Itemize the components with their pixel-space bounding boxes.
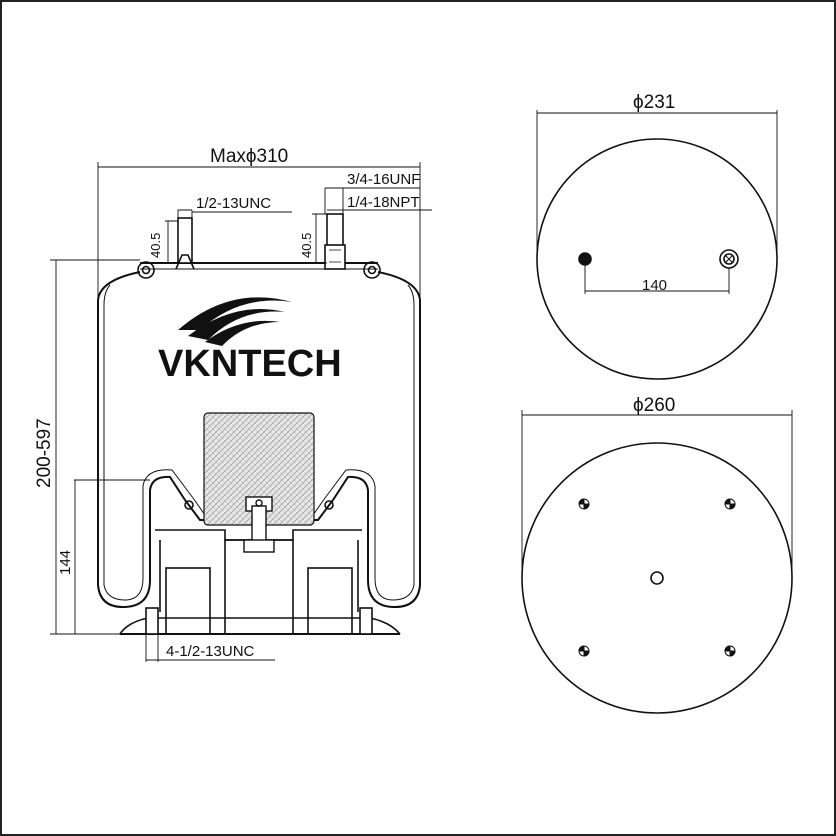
side-dimension-text: Maxϕ310 1/2-13UNC 3/4-16UNF 1/4-18NPT 40…	[34, 146, 420, 660]
left-stud-height-label: 40.5	[148, 233, 163, 258]
top-studs	[175, 213, 346, 270]
brand-name: VKNTECH	[158, 343, 342, 385]
right-stud-thread-label: 3/4-16UNF	[347, 171, 420, 188]
max-diameter-label: Maxϕ310	[210, 146, 288, 167]
piston-height-label: 144	[57, 550, 74, 575]
side-dimension-lines	[50, 162, 432, 662]
height-range-label: 200-597	[34, 418, 55, 488]
air-fitting-thread-label: 1/4-18NPT	[347, 194, 420, 211]
bottom-plate-diameter-label: ϕ260	[633, 395, 675, 416]
top-plate-view	[536, 110, 778, 380]
bolt-hole-icon	[724, 645, 736, 657]
top-plate-diameter-label: ϕ231	[633, 92, 675, 113]
stud-spacing-label: 140	[642, 277, 667, 294]
center-bolt	[243, 496, 275, 553]
right-stud-height-label: 40.5	[299, 233, 314, 258]
bottom-bolt-holes	[578, 498, 736, 657]
brand-logo: VKNTECH	[158, 297, 342, 385]
left-stud-thread-label: 1/2-13UNC	[196, 195, 271, 212]
bottom-thread-label: 4-1/2-13UNC	[166, 643, 255, 660]
bolt-hole-icon	[578, 645, 590, 657]
side-view	[97, 261, 421, 635]
bolt-hole-icon	[578, 498, 590, 510]
bottom-plate-view	[521, 410, 793, 714]
bolt-hole-icon	[724, 498, 736, 510]
